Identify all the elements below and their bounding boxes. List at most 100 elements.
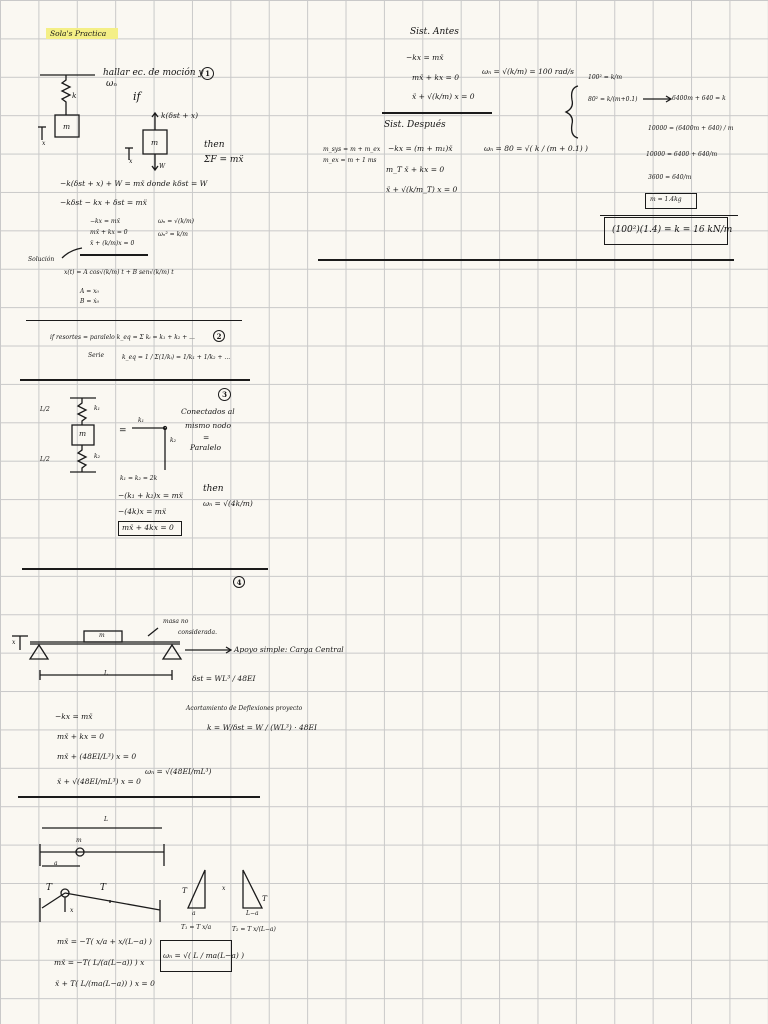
p5-eqT2: T₂ = T x/(L−a) [232, 926, 276, 933]
p1-weight: W [159, 163, 166, 170]
p3-note1: Conectados al [181, 407, 235, 416]
p2-line2: k_eq = 1 / Σ(1/kᵢ) = 1/k₁ + 1/k₂ + ... [122, 354, 231, 361]
p5-tri-La: L−a [246, 910, 259, 917]
p1-solution: x(t) = A cos√(k/m) t + B sen√(k/m) t [64, 269, 174, 276]
p1-eq1: −k(δst + x) + W = mẍ donde kδst = W [60, 179, 208, 188]
p3-k2: k₂ [94, 453, 101, 460]
p3-equals: = [119, 426, 127, 436]
p4-x: x [12, 639, 16, 646]
r-after-eq1: −kx = (m + m₁)ẍ [388, 144, 453, 153]
r-step5: 3600 = 640/m [648, 174, 692, 181]
p1-sumF: ΣF = mẍ [204, 155, 244, 165]
p1-B: B = ẋ₀ [80, 298, 100, 305]
p1-eq4: mẍ + kx = 0 [90, 229, 128, 236]
p4-k-eq: k = W/δst = W / (WL³) · 48EI [207, 723, 317, 732]
p3-note2: mismo nodo [185, 421, 232, 430]
r-final: (100²)(1.4) = k = 16 kN/m [612, 225, 733, 235]
p4-number: 4 [233, 576, 245, 588]
r-before-eq1: −kx = mẍ [406, 53, 444, 62]
r-after-wn: ωₙ = 80 = √( k / (m + 0.1) ) [484, 144, 588, 153]
r-after-eq3: ẍ + √(k/m_T) x = 0 [386, 185, 458, 194]
p1-fb-x: x [129, 158, 133, 165]
p1-wn1: ωₙ = √(k/m) [158, 218, 195, 225]
p4-eq2: mẍ + kx = 0 [57, 732, 104, 741]
p1-wn-label: ωₙ [106, 79, 117, 89]
r-before-wn: ωₙ = √(k/m) = 100 rad/s [482, 67, 575, 76]
p3-then: then [203, 484, 224, 494]
p5-wn-box [160, 940, 232, 972]
divider-3 [22, 568, 268, 570]
r-before-eq2: mẍ + kx = 0 [412, 73, 459, 82]
title-highlight [46, 28, 118, 39]
p4-L: L [104, 670, 108, 677]
p4-eq3: mẍ + (48EI/L³) x = 0 [57, 752, 137, 761]
p3-L-top: L/2 [40, 406, 50, 413]
p1-force: k(δst + x) [161, 111, 199, 120]
p5-string [39, 827, 165, 922]
r-after-eq2: m_T ẍ + kx = 0 [386, 165, 445, 174]
r-divider [382, 112, 492, 114]
p3-number: 3 [218, 388, 231, 401]
r-before-eq3: ẍ + √(k/m) x = 0 [412, 92, 475, 101]
p1-eq5: ẍ + (k/m)x = 0 [90, 240, 135, 247]
p4-eq1: −kx = mẍ [55, 712, 93, 721]
p3-note3: = [203, 433, 210, 442]
p5-eq3: ẍ + T( L/(ma(L−a)) ) x = 0 [55, 979, 155, 988]
p1-spring-label: k [72, 91, 77, 100]
p5-x: x [70, 907, 74, 914]
r-before-title: Sist. Antes [410, 27, 459, 37]
r-step3: 10000 = (6400m + 640) / m [648, 125, 734, 132]
p3-mass: m [79, 429, 87, 438]
p5-tri-x: x [222, 885, 226, 892]
p5-L: L [104, 816, 108, 823]
p2-series: Serie [88, 352, 104, 359]
p3-k1: k₁ [94, 405, 101, 412]
p3-wn: ωₙ = √(4k/m) [203, 499, 253, 508]
p3-L-bot: L/2 [40, 456, 50, 463]
p4-massless1: masa no [163, 618, 189, 625]
p3-boxed: mẍ + 4kx = 0 [122, 523, 174, 532]
divider-2 [20, 379, 250, 381]
p5-m: m [76, 837, 82, 844]
p1-if: if [133, 90, 141, 103]
p4-mass: m [99, 632, 105, 639]
p5-a: a [54, 860, 58, 867]
p1-A: A = x₀ [80, 288, 99, 295]
r-after-title: Sist. Después [384, 120, 446, 130]
r-mass-result: m = 1.4kg [650, 196, 682, 203]
p3-eq3: −(4k)x = mẍ [118, 507, 167, 516]
p3-note4: Paralelo [190, 443, 221, 452]
p5-tri-T2: T [262, 894, 268, 903]
p1-number: 1 [201, 67, 214, 80]
p1-underline [80, 254, 148, 256]
p1-then: then [204, 140, 225, 150]
page-title: Sola's Practica [50, 29, 107, 38]
p3-k1-right: k₁ [138, 417, 145, 424]
r-result: 6400m + 640 = k [672, 95, 726, 102]
p1-solution-label: Solución [28, 256, 55, 263]
r-step4: 10000 = 6400 + 640/m [646, 151, 718, 158]
p2-line1: if resortes = paralelo k_eq = Σ kᵢ = k₁ … [50, 334, 195, 341]
p1-fb-mass: m [151, 138, 159, 147]
p4-wn: ωₙ = √(48EI/mL³) [145, 767, 212, 776]
r-bottom-divider [318, 259, 734, 261]
p5-tri-a: a [192, 910, 196, 917]
p1-mass: m [63, 122, 71, 131]
p3-eq1: k₁ = k₂ = 2k [120, 475, 158, 482]
p1-eq2: −kδst − kx + δst = mẍ [60, 198, 147, 207]
p3-eq2: −(k₁ + k₂)x = mẍ [118, 491, 183, 500]
p1-solution-arrow [61, 247, 83, 259]
p3-boxed-frame [118, 521, 182, 536]
right-brace [564, 85, 579, 139]
p5-T1: T [46, 883, 53, 893]
p5-T2: T [100, 883, 107, 893]
p5-tri-T1: T [182, 886, 188, 895]
p5-eq1: mẍ = −T( x/a + x/(L−a) ) [57, 937, 152, 946]
p4-support: Apoyo simple: Carga Central [234, 645, 344, 654]
divider-1 [26, 320, 242, 321]
p4-massless2: considerada. [178, 629, 217, 636]
r-final-box [604, 217, 728, 245]
p1-eq3: −kx = mẍ [90, 218, 120, 225]
p5-eq2: mẍ = −T( L/(a(L−a)) ) x [54, 958, 145, 967]
